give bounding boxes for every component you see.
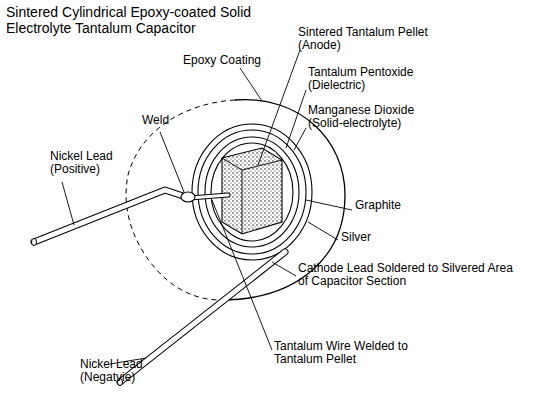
tantalum-pellet bbox=[222, 148, 282, 234]
weld bbox=[181, 192, 195, 202]
part-label: Silver bbox=[341, 231, 421, 244]
part-label: Weld bbox=[142, 114, 202, 127]
diagram-title: Sintered Cylindrical Epoxy-coated Solid … bbox=[6, 4, 306, 36]
leader-line bbox=[160, 132, 184, 192]
negative-lead-fill bbox=[120, 252, 285, 382]
leader-line bbox=[294, 128, 306, 150]
tantalum-pentoxide-layer bbox=[211, 143, 293, 241]
leader-line bbox=[240, 68, 262, 101]
leader-line bbox=[212, 200, 272, 350]
tantalum-wire bbox=[190, 195, 228, 198]
part-label: Sintered Tantalum Pellet (Anode) bbox=[298, 26, 448, 52]
part-label: Graphite bbox=[355, 199, 435, 212]
positive-lead bbox=[34, 190, 186, 242]
leader-line bbox=[62, 182, 74, 225]
part-label: Tantalum Wire Welded to Tantalum Pellet bbox=[274, 340, 434, 366]
leader-line bbox=[308, 222, 338, 240]
tantalum-wire-fill bbox=[190, 195, 228, 198]
part-label: Tantalum Pentoxide (Dielectric) bbox=[308, 66, 448, 92]
pellet-edges bbox=[222, 158, 282, 234]
leader-line bbox=[286, 90, 306, 148]
silver-layer bbox=[192, 124, 312, 260]
positive-lead-fill bbox=[34, 190, 186, 242]
leader-lines bbox=[62, 50, 352, 364]
manganese-dioxide-layer bbox=[205, 137, 299, 247]
leader-line bbox=[272, 262, 296, 276]
graphite-layer bbox=[198, 130, 306, 254]
part-label: Manganese Dioxide (Solid-electrolyte) bbox=[308, 104, 438, 130]
part-label: Epoxy Coating bbox=[183, 54, 293, 67]
part-label: Nickel Lead (Positive) bbox=[50, 150, 130, 176]
negative-lead bbox=[120, 252, 285, 382]
leader-line bbox=[258, 50, 300, 165]
part-label: Nickel Lead (Negatvie) bbox=[80, 358, 160, 384]
leader-line bbox=[306, 200, 352, 210]
lead-end bbox=[32, 239, 37, 246]
part-label: Cathode Lead Soldered to Silvered Area o… bbox=[298, 262, 513, 288]
